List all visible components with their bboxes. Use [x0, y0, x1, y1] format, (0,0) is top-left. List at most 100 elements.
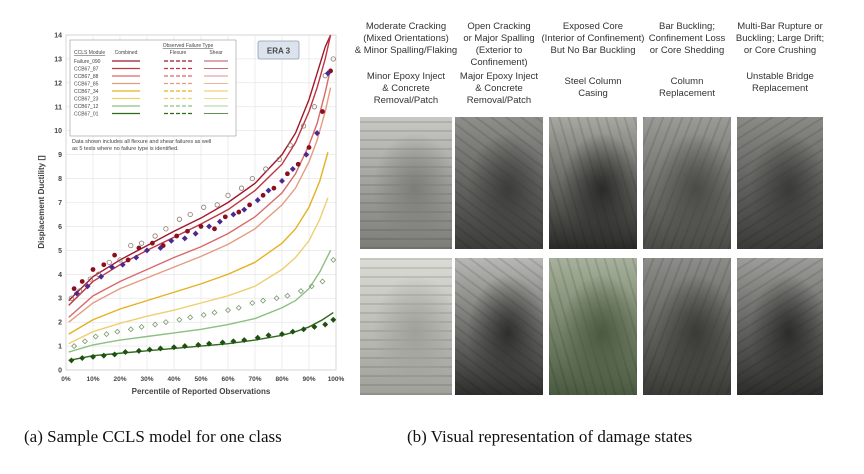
observation-point-purple	[192, 230, 199, 237]
y-tick-label: 13	[54, 56, 62, 63]
observation-point-red	[136, 245, 142, 251]
model-curves	[68, 34, 334, 362]
x-tick-label: 40%	[167, 376, 180, 383]
observation-point-lightgreen	[284, 292, 291, 299]
observation-point-lightgreen	[319, 278, 326, 285]
y-tick-label: 8	[58, 176, 62, 183]
x-tick-label: 30%	[140, 376, 153, 383]
observation-point-darkgreen	[219, 339, 226, 346]
y-tick-label: 6	[58, 224, 62, 231]
observation-point-open	[276, 156, 282, 163]
observation-point-purple	[265, 187, 272, 194]
y-tick-label: 14	[54, 33, 62, 40]
observation-point-darkgreen	[322, 321, 329, 328]
observation-point-darkgreen	[241, 337, 248, 344]
observation-point-lightgreen	[211, 309, 218, 316]
legend: Observed Failure Type CCLS Module Combin…	[69, 39, 237, 137]
y-tick-label: 4	[58, 272, 62, 279]
damage-photo	[643, 117, 731, 249]
observation-point-red	[212, 226, 217, 232]
observation-point-lightgreen	[92, 333, 99, 340]
y-tick-label: 9	[58, 152, 62, 159]
observation-point-darkgreen	[265, 332, 272, 339]
model-curve	[68, 34, 332, 302]
observation-point-open	[139, 240, 145, 246]
observation-point-darkgreen	[90, 353, 96, 360]
model-curve	[68, 311, 334, 362]
observation-point-lightgreen	[249, 300, 256, 306]
observation-point-red	[247, 202, 253, 208]
observation-point-red	[149, 240, 155, 246]
observation-point-lightgreen	[103, 331, 110, 338]
observation-point-darkgreen	[122, 349, 129, 356]
era-badge-label: ERA 3	[267, 47, 291, 56]
observation-point-red	[160, 243, 166, 248]
observation-point-purple	[324, 70, 331, 77]
legend-rows: Failure_090CCB67_87CCB67_88CCB67_85CCB67…	[74, 59, 228, 118]
damage-photo	[360, 117, 452, 249]
observation-point-red	[284, 171, 290, 177]
observation-point-darkgreen	[157, 345, 164, 352]
legend-model-header: CCLS Module	[74, 50, 105, 56]
observation-point-darkgreen	[68, 357, 75, 364]
observation-point-darkgreen	[171, 344, 177, 351]
observation-point-open	[128, 242, 134, 249]
observation-point-open	[238, 185, 245, 191]
y-tick-label: 0	[58, 368, 62, 375]
observation-point-lightgreen	[71, 343, 78, 350]
x-tick-label: 50%	[194, 376, 207, 383]
legend-col-shear: Shear	[209, 50, 223, 56]
observation-point-lightgreen	[187, 314, 194, 321]
observation-point-lightgreen	[260, 297, 267, 304]
observation-point-darkgreen	[100, 352, 107, 359]
observation-point-red	[222, 214, 228, 220]
observation-point-lightgreen	[200, 311, 207, 318]
observation-point-purple	[230, 211, 237, 218]
observation-point-lightgreen	[162, 319, 169, 326]
repair-photo	[737, 258, 823, 395]
observation-point-open	[249, 175, 255, 182]
observation-point-purple	[241, 206, 248, 213]
observation-point-open	[117, 257, 123, 263]
observation-point-red	[306, 145, 312, 150]
observation-point-darkgreen	[289, 328, 296, 335]
observation-point-red	[174, 233, 180, 239]
observation-point-purple	[157, 244, 164, 251]
repair-photo	[455, 258, 543, 395]
x-tick-label: 10%	[86, 376, 99, 383]
observation-point-open	[163, 226, 169, 232]
observation-point-lightgreen	[114, 328, 121, 335]
legend-entry-label: CCB67_88	[74, 74, 99, 80]
observation-point-purple	[314, 130, 321, 137]
y-tick-label: 3	[58, 296, 62, 303]
x-tick-label: 80%	[275, 376, 288, 383]
model-curve	[68, 197, 329, 345]
observation-point-red	[125, 257, 131, 263]
observation-point-purple	[206, 223, 213, 230]
y-tick-label: 11	[55, 104, 63, 111]
observation-point-red	[328, 68, 334, 74]
x-tick-label: 20%	[113, 376, 126, 383]
observation-point-red	[295, 161, 301, 167]
damage-state-label: Bar Buckling; Confinement Loss or Core S…	[648, 21, 726, 56]
observation-point-red	[260, 192, 266, 198]
observation-point-darkgreen	[254, 334, 261, 341]
observation-point-purple	[133, 254, 140, 261]
observation-points	[68, 56, 337, 364]
observation-point-open	[263, 166, 269, 172]
observation-point-red	[101, 262, 107, 268]
observation-point-open	[300, 123, 307, 129]
observation-point-open	[176, 216, 182, 222]
repair-label: Minor Epoxy Inject & Concrete Removal/Pa…	[366, 71, 446, 106]
observation-point-darkgreen	[300, 326, 307, 333]
observation-point-lightgreen	[81, 338, 88, 345]
observation-point-darkgreen	[330, 316, 337, 323]
observation-point-darkgreen	[206, 340, 213, 347]
observation-point-red	[71, 286, 77, 292]
observation-point-open	[214, 202, 220, 208]
observation-point-red	[236, 209, 242, 215]
model-curve	[68, 250, 332, 353]
observation-point-lightgreen	[330, 256, 337, 263]
